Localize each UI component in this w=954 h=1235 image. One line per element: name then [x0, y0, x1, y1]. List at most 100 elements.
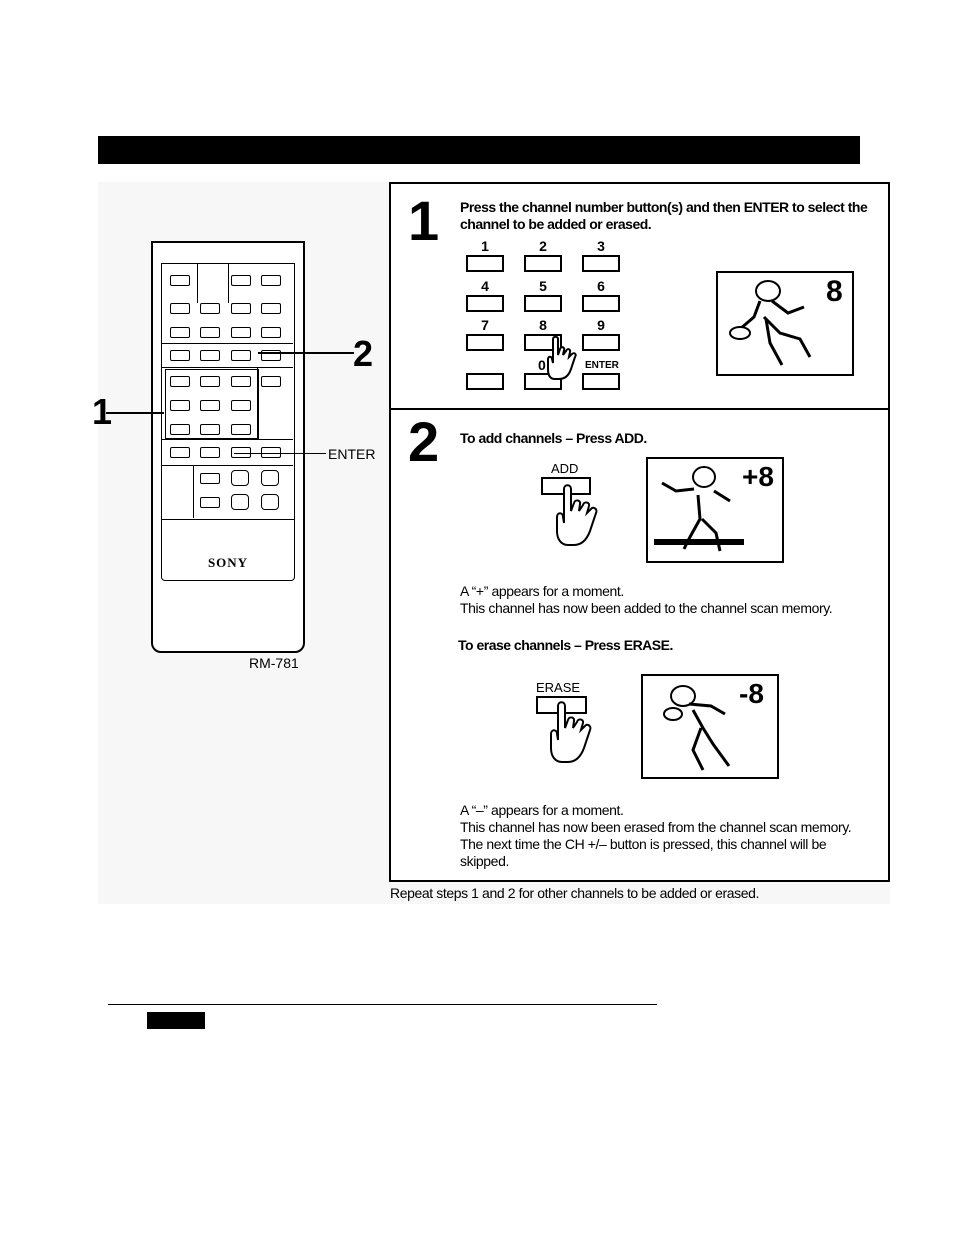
key-2-button: [524, 255, 562, 272]
remote-button: [231, 494, 249, 510]
key-0-label: 0: [538, 357, 546, 373]
remote-button: [200, 327, 220, 338]
key-label: 9: [597, 317, 605, 333]
key-label: 7: [481, 317, 489, 333]
step-divider: [389, 408, 888, 410]
remote-button: [261, 494, 279, 510]
tv-screen-add: +8: [646, 457, 784, 563]
number-keypad-outline: [165, 369, 259, 439]
remote-button: [170, 447, 190, 458]
callout-1-line: [106, 412, 164, 414]
erase-text-line-1: A “–” appears for a moment.: [460, 802, 624, 818]
erase-heading: To erase channels – Press ERASE.: [458, 637, 673, 653]
remote-divider: [161, 465, 293, 466]
remote-button: [261, 350, 281, 361]
remote-number-button: [200, 447, 220, 458]
key-label: 5: [539, 278, 547, 294]
remote-model-label: RM-781: [249, 655, 299, 671]
erase-text-line-2: This channel has now been erased from th…: [460, 819, 852, 835]
note-label-box: [147, 1012, 205, 1029]
remote-button: [261, 303, 281, 314]
enter-key-button: [582, 373, 620, 390]
remote-divider: [161, 367, 293, 368]
remote-button: [170, 327, 190, 338]
remote-control-illustration: SONY: [151, 241, 305, 653]
add-button-label: ADD: [551, 461, 579, 476]
remote-lower: [153, 581, 303, 582]
tv-screen-channel: 8: [716, 271, 854, 376]
remote-number-button: [200, 376, 220, 387]
erase-text-line-4: skipped.: [460, 853, 509, 869]
key-4-button: [466, 295, 504, 312]
add-heading: To add channels – Press ADD.: [460, 430, 647, 446]
remote-button: [200, 350, 220, 361]
remote-button: [200, 473, 220, 484]
key-label: 8: [539, 317, 547, 333]
add-text-line-2: This channel has now been added to the c…: [460, 600, 833, 616]
step-2-number: 2: [408, 410, 440, 473]
add-text-line-1: A “+” appears for a moment.: [460, 583, 624, 599]
remote-divider: [161, 439, 293, 440]
remote-button: [170, 350, 190, 361]
key-label: 6: [597, 278, 605, 294]
remote-button: [200, 303, 220, 314]
key-label: 3: [597, 238, 605, 254]
football-player-icon: [654, 466, 744, 552]
remote-button: [261, 327, 281, 338]
remote-enter-button: [231, 447, 251, 458]
football-player-icon: [729, 280, 812, 366]
key-label: 1: [481, 238, 489, 254]
football-player-icon: [663, 685, 731, 771]
remote-number-button: [200, 424, 220, 435]
section-rule: [108, 1004, 657, 1005]
key-7-button: [466, 334, 504, 351]
callout-enter: ENTER: [328, 446, 376, 462]
key-enter-label: ENTER: [585, 360, 619, 371]
remote-button: [231, 303, 251, 314]
step-1-number: 1: [408, 189, 440, 252]
remote-logo-panel: [161, 518, 295, 581]
add-channel-display: +8: [742, 461, 774, 492]
remote-button: [170, 303, 190, 314]
callout-2-line: [258, 352, 354, 354]
remote-number-button: [231, 400, 251, 411]
remote-number-button: [200, 400, 220, 411]
remote-button: [261, 275, 281, 286]
remote-button: [261, 376, 281, 387]
key-9-button: [582, 334, 620, 351]
callout-1: 1: [92, 391, 113, 432]
key-1-button: [466, 255, 504, 272]
remote-number-button: [231, 424, 251, 435]
tv-screen-erase: -8: [641, 674, 779, 779]
key-label: 2: [539, 238, 547, 254]
remote-divider: [161, 343, 293, 344]
remote-divider: [257, 367, 294, 439]
footer-note: Repeat steps 1 and 2 for other channels …: [390, 885, 760, 901]
remote-button: [231, 327, 251, 338]
blank-key-button: [466, 373, 504, 390]
key-label: 4: [481, 278, 489, 294]
remote-button: [231, 470, 249, 486]
remote-button: [170, 275, 190, 286]
callout-2: 2: [353, 333, 374, 374]
key-5-button: [524, 295, 562, 312]
callout-enter-line: [234, 453, 326, 454]
erase-text-line-3: The next time the CH +/– button is press…: [460, 836, 827, 852]
channel-number-display: 8: [826, 275, 843, 308]
header-bar: [98, 136, 860, 164]
erase-button-label: ERASE: [536, 680, 581, 695]
remote-number-button: [170, 376, 190, 387]
remote-button: [261, 447, 281, 458]
remote-divider: [193, 465, 194, 518]
brand-logo: SONY: [207, 555, 249, 570]
erase-channel-display: -8: [739, 678, 764, 709]
remote-number-button: [170, 400, 190, 411]
remote-divider: [197, 263, 229, 303]
key-3-button: [582, 255, 620, 272]
remote-button: [231, 350, 251, 361]
pressing-hand-icon: [547, 335, 577, 380]
remote-number-button: [231, 376, 251, 387]
remote-button: [200, 497, 220, 508]
remote-button: [231, 275, 251, 286]
remote-button: [261, 470, 279, 486]
